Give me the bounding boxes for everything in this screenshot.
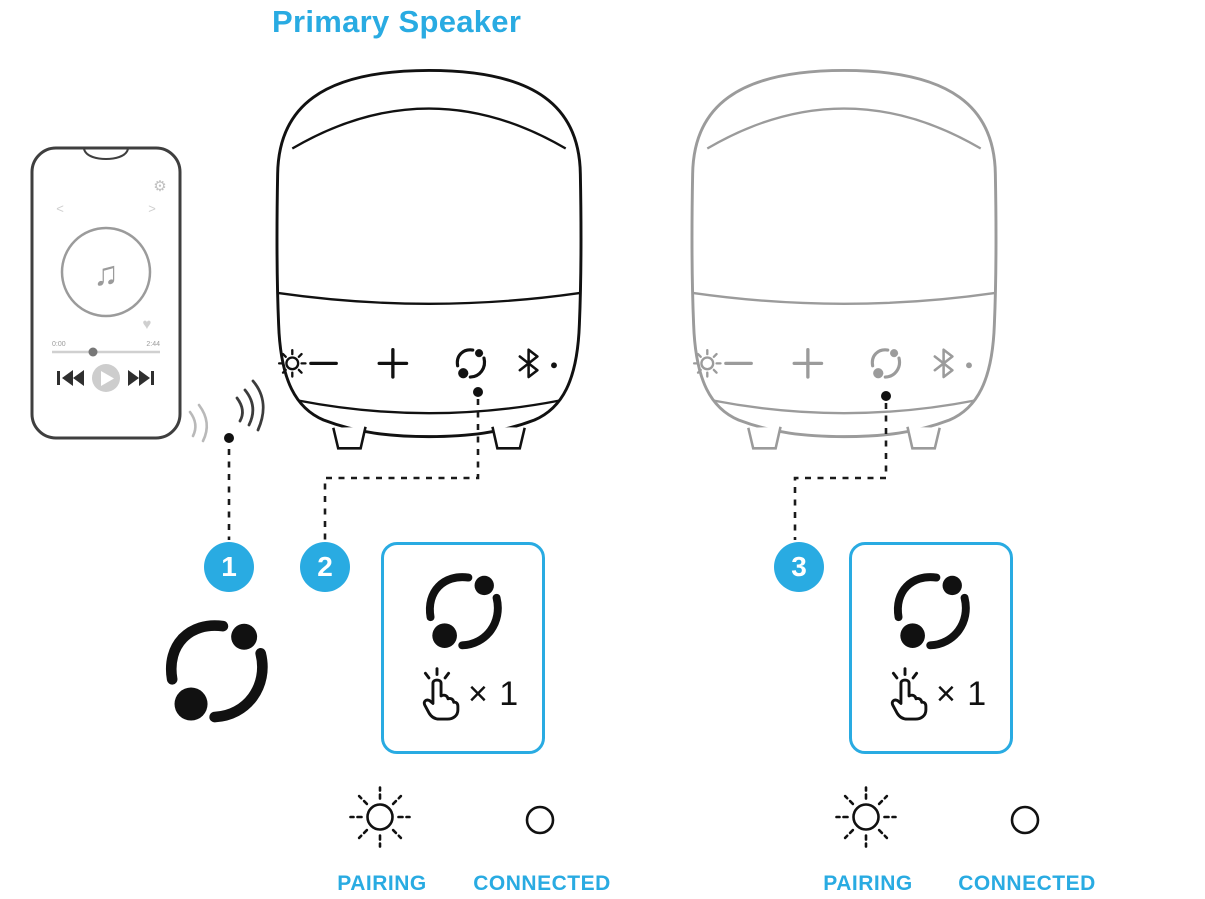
- pairing-label-right: PAIRING: [823, 872, 913, 895]
- phone-notch: [83, 148, 129, 161]
- pairing-indicator-right: [835, 786, 897, 848]
- dashed-connector-step3: [793, 403, 888, 540]
- step-2-number: 2: [317, 551, 333, 582]
- back-chevron-icon: <: [56, 201, 64, 216]
- time-total: 2:44: [146, 341, 160, 348]
- hand-tap-icon: [876, 657, 934, 729]
- previous-track-icon: [57, 370, 84, 386]
- step-3-number: 3: [791, 551, 807, 582]
- connected-indicator-right: [1010, 805, 1040, 835]
- play-button-icon: [92, 364, 120, 392]
- tws-button-dot-secondary: [881, 391, 891, 401]
- settings-gear-icon: ⚙: [153, 178, 166, 195]
- pairing-label-left: PAIRING: [337, 872, 427, 895]
- hand-tap-icon: [408, 657, 466, 729]
- tws-link-icon: [888, 567, 976, 655]
- heart-icon: ♥: [143, 316, 152, 333]
- step-2-badge: 2: [300, 542, 350, 592]
- step-1-badge: 1: [204, 542, 254, 592]
- page-title: Primary Speaker: [272, 4, 522, 39]
- tws-button-dot-primary: [473, 387, 483, 397]
- dashed-connector-step2: [323, 399, 480, 540]
- instruction-box-primary: × 1: [381, 542, 545, 754]
- connected-label-right: CONNECTED: [958, 872, 1096, 895]
- connected-indicator-left: [525, 805, 555, 835]
- step-3-badge: 3: [774, 542, 824, 592]
- next-track-icon: [128, 370, 154, 386]
- tap-count-label: × 1: [468, 675, 520, 713]
- instruction-box-secondary: × 1: [849, 542, 1013, 754]
- pairing-indicator-left: [349, 786, 411, 848]
- progress-slider: [52, 347, 160, 357]
- step-1-number: 1: [221, 551, 237, 582]
- tap-count-label: × 1: [936, 675, 988, 713]
- phone-illustration: ⚙ < > ♫ ♥ 0:00 2:44: [30, 146, 182, 440]
- music-note-icon: ♫: [93, 255, 119, 293]
- time-elapsed: 0:00: [52, 341, 66, 348]
- album-art-circle: [60, 226, 152, 318]
- connected-label-left: CONNECTED: [473, 872, 611, 895]
- tws-link-icon: [420, 567, 508, 655]
- speaker-secondary: [692, 70, 996, 448]
- wireless-waves-icon: [188, 379, 265, 443]
- tws-pairing-glyph: [171, 624, 262, 721]
- speaker-primary: [277, 70, 581, 448]
- forward-chevron-icon: >: [148, 201, 156, 216]
